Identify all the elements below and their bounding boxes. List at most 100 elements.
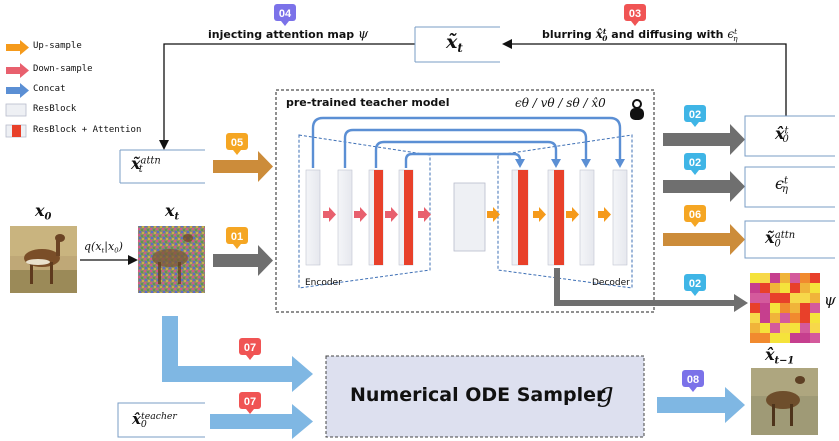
output-arrow-eps (663, 171, 745, 202)
out-x0-box (744, 115, 835, 157)
attn-map-line (554, 268, 748, 312)
teacher-title: pre-trained teacher model (286, 96, 450, 109)
step-badge-text: 06 (689, 209, 701, 221)
heatmap-cell (770, 293, 780, 303)
heatmap-cell (760, 303, 770, 313)
concat-arrowheads (515, 159, 625, 168)
x0-image (10, 226, 77, 293)
step-badge-b04: 04 (274, 4, 296, 26)
heatmap-cell (790, 323, 800, 333)
heatmap-cell (780, 303, 790, 313)
step-badge-text: 08 (687, 374, 699, 386)
heatmap-cell (790, 333, 800, 343)
legend-downsample-label: Down-sample (33, 64, 93, 74)
downsample-arrows (323, 207, 431, 222)
blur-line (502, 39, 787, 116)
step-badge-text: 05 (231, 137, 243, 149)
decoder-blocks (511, 169, 628, 266)
heatmap-cell (750, 283, 760, 293)
ode-sampler-label: Numerical ODE Sampler (350, 384, 606, 406)
output-arrow-attn (663, 224, 745, 255)
legend (5, 40, 29, 138)
blurring-label: blurring x̂t0 and diffusing with ϵtη (542, 27, 738, 43)
heatmap-cell (760, 273, 770, 283)
bottom-arrow-xt (162, 316, 313, 392)
xtilde-t-label: x̃t (446, 31, 463, 56)
step-badge-b02a: 02 (684, 105, 706, 127)
xt-image (138, 226, 205, 293)
bottom-arrow-teacher (210, 404, 313, 439)
legend-upsample-arrow (6, 40, 29, 55)
heatmap-cell (750, 293, 760, 303)
heatmap-cell (790, 313, 800, 323)
out-x0-label: x̂t0 (775, 124, 789, 146)
legend-resblock-swatch (5, 103, 27, 117)
input-arrow-05 (213, 151, 273, 182)
heatmap-cell (790, 283, 800, 293)
xt-label: xt (165, 201, 180, 223)
heatmap-cell (770, 303, 780, 313)
heatmap-cell (750, 303, 760, 313)
step-badge-b07b: 07 (239, 392, 261, 414)
legend-concat-label: Concat (33, 84, 66, 94)
psi-label: ψ (824, 291, 836, 309)
input-arrow-01 (213, 245, 273, 276)
heatmap-cell (780, 273, 790, 283)
encoder-trapezoid (298, 134, 431, 289)
heatmap-cell (790, 273, 800, 283)
heatmap-cell (760, 313, 770, 323)
heatmap-cell (770, 333, 780, 343)
xtilde-attn-box (119, 149, 205, 184)
resblock (612, 169, 628, 266)
step-badge-text: 02 (689, 278, 701, 290)
xtilde-t-box (414, 26, 500, 63)
step-badge-text: 01 (231, 231, 243, 243)
heatmap-cell (800, 333, 810, 343)
heatmap-cell (800, 283, 810, 293)
weight-icon (630, 99, 644, 120)
step-badge-text: 04 (279, 8, 292, 20)
step-badge-text: 07 (244, 342, 256, 354)
legend-resblock-label: ResBlock (33, 104, 77, 114)
injecting-label: injecting attention map ψ (208, 27, 369, 42)
heatmap-cell (810, 293, 820, 303)
step-badge-b02c: 02 (684, 274, 706, 296)
out-attn-box (744, 220, 835, 259)
step-badge-b07a: 07 (239, 338, 261, 360)
heatmap-cell (750, 333, 760, 343)
encoder-blocks (305, 169, 414, 266)
heatmap-cell (780, 333, 790, 343)
out-attn-label: x̃0attn (765, 228, 796, 250)
step-badge-b02b: 02 (684, 153, 706, 175)
heatmap-cell (760, 293, 770, 303)
heatmap-cell (760, 323, 770, 333)
heatmap-cell (800, 293, 810, 303)
heatmap-cell (800, 303, 810, 313)
x-prev-label: x̂t−1 (765, 345, 795, 367)
heatmap-cell (810, 303, 820, 313)
xtilde-attn-label: x̃attnt (131, 154, 161, 176)
encoder-label: Encoder (305, 278, 342, 288)
inject-line (159, 43, 415, 150)
heatmap-cell (750, 273, 760, 283)
x0-teacher-box (117, 402, 205, 438)
out-eps-label: ϵtη (775, 174, 788, 196)
ode-g-label: g (597, 378, 614, 408)
heatmap-cell (770, 283, 780, 293)
x-prev-image (751, 368, 818, 435)
legend-downsample-arrow (6, 63, 29, 78)
step-badge-text: 03 (629, 8, 641, 20)
heatmap-cell (790, 303, 800, 313)
heatmap-cell (780, 323, 790, 333)
teacher-outputs: ϵθ / vθ / sθ / x̂0 (515, 96, 606, 110)
heatmap-cell (810, 333, 820, 343)
bottom-arrow-out (657, 387, 745, 423)
legend-resblock-attn-swatch (5, 124, 27, 138)
resblock (305, 169, 321, 266)
q-arrow (80, 255, 138, 265)
step-badge-text: 02 (689, 109, 701, 121)
heatmap-cell (750, 313, 760, 323)
step-badge-b05: 05 (226, 133, 248, 155)
legend-upsample-label: Up-sample (33, 41, 82, 51)
